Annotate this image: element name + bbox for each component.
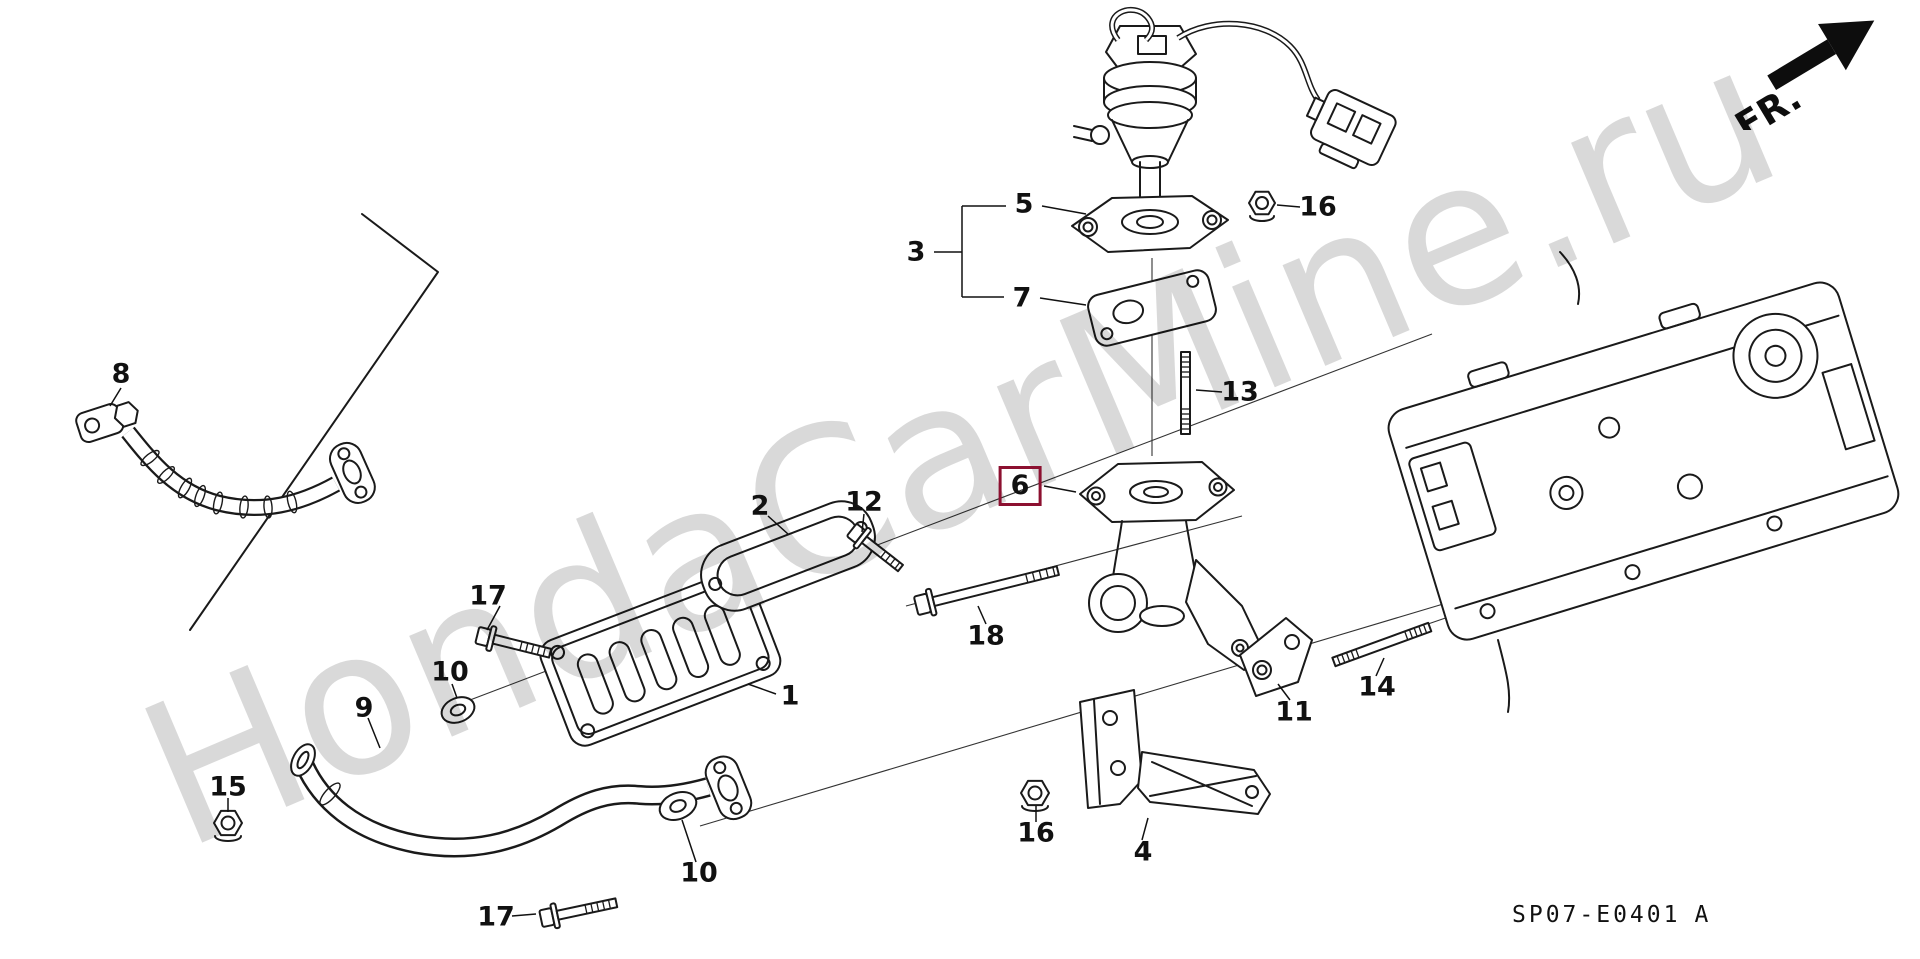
fr-direction-marker: FR. (1710, 0, 1910, 148)
pipe-stay-plate-1-drawing (539, 569, 782, 747)
egr-valve-drawing (1073, 25, 1197, 213)
gasket-bolt-12-drawing (846, 523, 904, 573)
fr-arrow-icon: FR. (1728, 20, 1875, 148)
engine-cylinder-head-drawing (1387, 281, 1900, 641)
pipe-gasket-10-lower-drawing (658, 791, 698, 821)
alignment-axis-lines (469, 258, 1499, 827)
part-callout-11[interactable]: 11 (1275, 696, 1313, 728)
egr-pipe-base-6-drawing (1079, 461, 1265, 671)
nut-16-upper-drawing (1248, 190, 1276, 222)
nut-16-lower-drawing (1020, 779, 1050, 812)
egr-gasket-7-drawing (1087, 269, 1217, 347)
frame-corner-mark (189, 213, 439, 631)
pipe-gasket-10-upper-drawing (440, 696, 476, 724)
stud-bolt-13-drawing (1180, 351, 1191, 435)
part-callout-8[interactable]: 8 (111, 358, 131, 390)
flange-bolt-17-upper-drawing (474, 625, 553, 659)
diagram-code-text: SP07-E0401 (1512, 902, 1681, 928)
pipe-nut-15-drawing (213, 809, 243, 842)
part-callout-4[interactable]: 4 (1133, 836, 1153, 868)
part-callout-16-lower[interactable]: 16 (1017, 817, 1055, 849)
flange-bolt-17-lower-drawing (538, 897, 619, 930)
part-callout-10-upper[interactable]: 10 (431, 656, 469, 688)
part-callout-7[interactable]: 7 (1012, 282, 1032, 314)
part-callout-13[interactable]: 13 (1221, 376, 1259, 408)
part-callout-9[interactable]: 9 (354, 692, 374, 724)
callout-leader-lines (109, 204, 1385, 917)
part-callout-2[interactable]: 2 (750, 490, 770, 522)
fr-label: FR. (1728, 76, 1809, 130)
part-callout-10-lower[interactable]: 10 (680, 857, 718, 889)
stay-bracket-11-drawing (1239, 617, 1313, 697)
part-callout-12[interactable]: 12 (845, 486, 883, 518)
harness-connector-drawing (1305, 89, 1397, 170)
stud-bolt-14-drawing (1331, 621, 1433, 668)
egr-pipe-8-drawing (75, 401, 376, 519)
diagram-code: SP07-E0401 A (1512, 902, 1708, 928)
part-callout-16-upper[interactable]: 16 (1299, 191, 1337, 223)
part-callout-15[interactable]: 15 (209, 771, 247, 803)
egr-valve-flange-5-drawing (1071, 195, 1229, 253)
engine-detail-line-top (1559, 251, 1580, 305)
pipe-stay-bracket-4-drawing (1079, 689, 1271, 815)
engine-detail-line-bottom (1497, 639, 1511, 713)
part-callout-1[interactable]: 1 (780, 680, 800, 712)
part-callout-6-highlighted[interactable]: 6 (998, 466, 1042, 506)
part-callout-17-lower[interactable]: 17 (477, 901, 515, 933)
part-callout-3[interactable]: 3 (906, 236, 926, 268)
egr-valve-harness-drawing (1109, 6, 1321, 102)
part-callout-18[interactable]: 18 (967, 620, 1005, 652)
part-callout-14[interactable]: 14 (1358, 671, 1396, 703)
part-callout-5[interactable]: 5 (1014, 188, 1034, 220)
exhaust-pipe-9-drawing (290, 743, 753, 858)
diagram-code-revision: A (1694, 902, 1709, 928)
mounting-bolt-18-drawing (913, 565, 1060, 617)
part-callout-17-upper[interactable]: 17 (469, 580, 507, 612)
